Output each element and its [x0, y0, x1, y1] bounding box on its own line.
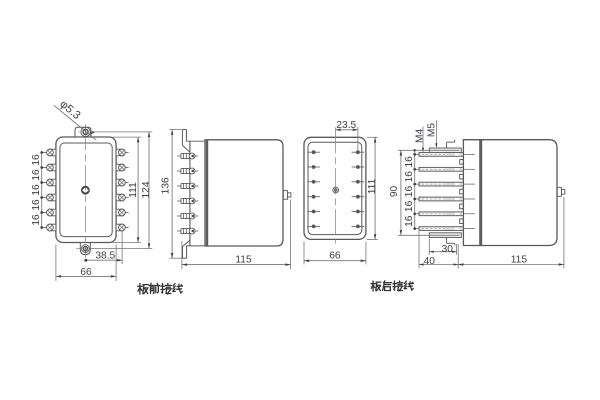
- svg-text:16: 16: [404, 171, 415, 183]
- svg-text:16: 16: [31, 184, 42, 196]
- svg-text:66: 66: [80, 267, 92, 278]
- svg-text:16: 16: [404, 215, 415, 227]
- svg-text:M4: M4: [414, 128, 425, 142]
- svg-text:23.5: 23.5: [336, 120, 356, 131]
- svg-text:38.5: 38.5: [95, 251, 115, 262]
- svg-text:16: 16: [31, 169, 42, 181]
- svg-text:115: 115: [511, 254, 528, 265]
- svg-text:16: 16: [404, 186, 415, 198]
- svg-text:16: 16: [404, 200, 415, 212]
- svg-text:124: 124: [141, 181, 152, 198]
- svg-text:40: 40: [424, 256, 436, 267]
- svg-text:16: 16: [404, 156, 415, 168]
- svg-text:111: 111: [367, 178, 378, 194]
- svg-text:30: 30: [442, 244, 454, 255]
- svg-text:115: 115: [235, 254, 252, 265]
- svg-text:16: 16: [31, 154, 42, 166]
- svg-text:66: 66: [329, 251, 341, 262]
- svg-text:16: 16: [31, 199, 42, 211]
- svg-text:16: 16: [31, 214, 42, 226]
- svg-text:136: 136: [161, 177, 172, 194]
- svg-text:M5: M5: [427, 123, 438, 137]
- svg-text:111: 111: [128, 182, 139, 198]
- svg-text:90: 90: [389, 186, 400, 198]
